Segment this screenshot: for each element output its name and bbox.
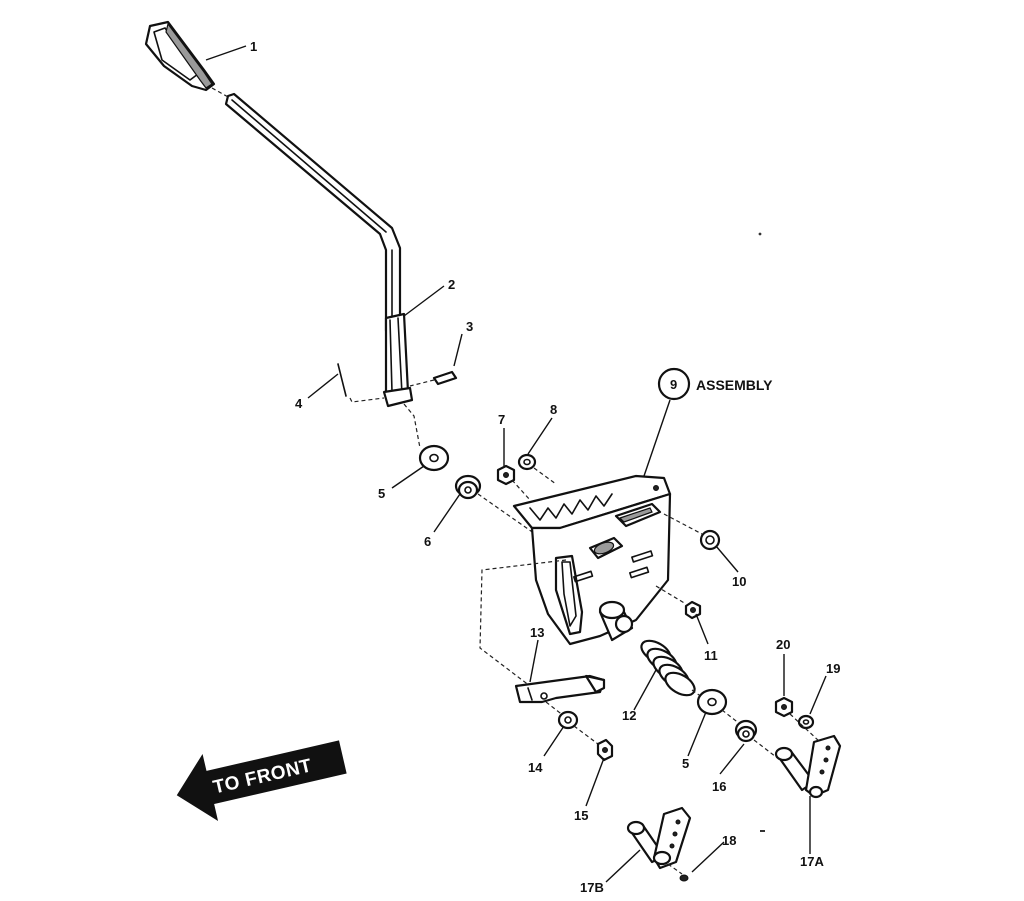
label-11: 11 bbox=[704, 648, 718, 663]
label-2: 2 bbox=[448, 277, 455, 292]
label-14: 14 bbox=[528, 760, 543, 775]
part-16-bushing bbox=[734, 719, 758, 743]
part-18-nut bbox=[679, 874, 689, 882]
lever-to-washer-line bbox=[403, 403, 421, 449]
label-3: 3 bbox=[466, 319, 473, 334]
label-19: 19 bbox=[826, 661, 840, 676]
part-1-knob bbox=[144, 20, 216, 92]
part-3-pin bbox=[409, 370, 458, 387]
label-8: 8 bbox=[550, 402, 557, 417]
part-11-nut bbox=[684, 600, 702, 620]
part-9-shifter-assembly bbox=[512, 474, 672, 646]
label-20: 20 bbox=[776, 637, 790, 652]
part-8-washer bbox=[517, 453, 537, 471]
label-5-upper: 5 bbox=[378, 486, 385, 501]
part-2-shift-lever bbox=[224, 92, 414, 408]
part-7-nut bbox=[496, 464, 516, 486]
part-5-washer-upper bbox=[418, 444, 450, 472]
part-14-washer bbox=[557, 710, 579, 730]
speck bbox=[760, 830, 765, 832]
part-10-bushing bbox=[699, 529, 721, 551]
label-9-assembly: ASSEMBLY bbox=[696, 377, 773, 393]
label-4: 4 bbox=[295, 396, 303, 411]
part-4-clip bbox=[337, 363, 385, 403]
speck bbox=[758, 232, 762, 236]
part-19-washer bbox=[797, 714, 815, 730]
part-12-spring bbox=[640, 639, 696, 697]
label-9-circle bbox=[657, 367, 691, 401]
label-18: 18 bbox=[722, 833, 736, 848]
label-12: 12 bbox=[622, 708, 636, 723]
part-6-bushing bbox=[454, 474, 482, 500]
part-15-bolt bbox=[596, 738, 614, 762]
part-5-washer-lower bbox=[696, 688, 728, 716]
label-17b: 17B bbox=[580, 880, 604, 895]
leader-lines bbox=[205, 45, 827, 883]
part-17a-shift-arm bbox=[774, 734, 842, 799]
part-17b-shift-arm bbox=[626, 806, 692, 870]
label-7: 7 bbox=[498, 412, 505, 427]
label-5-lower: 5 bbox=[682, 756, 689, 771]
part-labels: 1 2 3 4 5 6 7 8 9 ASSEMBLY 10 11 12 13 1… bbox=[250, 39, 840, 895]
label-1: 1 bbox=[250, 39, 257, 54]
to-front-arrow: TO FRONT bbox=[176, 740, 347, 822]
label-9: 9 bbox=[670, 377, 677, 392]
label-13: 13 bbox=[530, 625, 544, 640]
label-15: 15 bbox=[574, 808, 588, 823]
label-6: 6 bbox=[424, 534, 431, 549]
label-17a: 17A bbox=[800, 854, 824, 869]
part-20-nut bbox=[774, 696, 794, 718]
label-10: 10 bbox=[732, 574, 746, 589]
label-16: 16 bbox=[712, 779, 726, 794]
part-13-link-bracket bbox=[514, 674, 606, 704]
